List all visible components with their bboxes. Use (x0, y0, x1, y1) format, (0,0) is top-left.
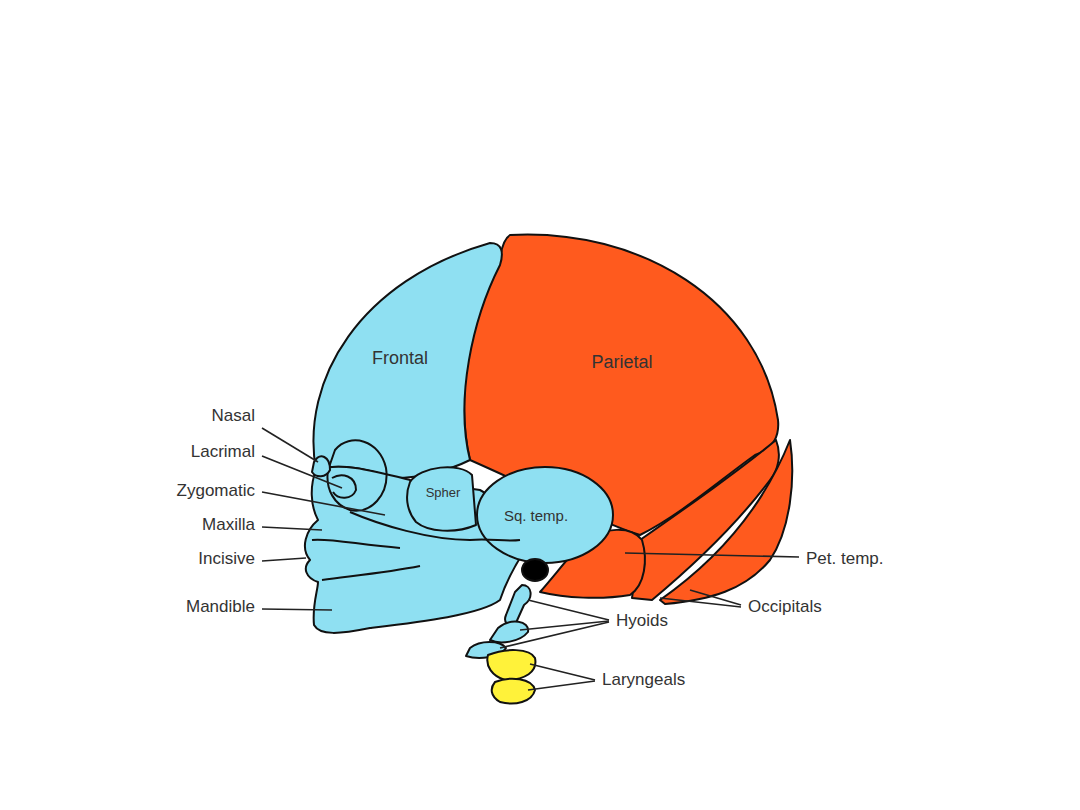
frontal-bone (313, 243, 501, 478)
leader-line (262, 527, 322, 530)
sphenoid-bone (407, 467, 476, 531)
leader-line (262, 456, 342, 488)
part-name: Maxilla (202, 515, 255, 535)
bone-name: Spher (426, 486, 461, 501)
leader-line (528, 600, 609, 620)
bone-name: Parietal (591, 352, 652, 373)
maxilla-suture (312, 540, 400, 548)
leader-line (660, 598, 741, 607)
leader-line (262, 428, 318, 462)
leader-line (530, 664, 595, 680)
laryngeal-cartilage (487, 650, 535, 680)
bone-name: Sq. temp. (504, 507, 568, 524)
leader-line (500, 622, 609, 648)
bone-name: Frontal (372, 348, 428, 369)
part-name: Nasal (212, 406, 255, 426)
lacrimal-bone (332, 475, 356, 497)
part-name: Zygomatic (177, 481, 255, 501)
leader-line (262, 558, 306, 561)
part-name: Mandible (186, 597, 255, 617)
leader-line (262, 609, 332, 610)
part-name: Pet. temp. (806, 549, 883, 569)
hyoid-bone (505, 585, 530, 626)
part-name: Incisive (198, 549, 255, 569)
ear-opening (522, 559, 548, 581)
occipital-bone (660, 440, 792, 604)
part-name: Laryngeals (602, 670, 685, 690)
leader-line (625, 553, 799, 557)
leader-line (262, 492, 385, 515)
laryngeal-cartilage (492, 679, 535, 704)
orbit (327, 440, 386, 510)
leader-line (528, 681, 595, 690)
squamous-temporal-bone (477, 467, 613, 563)
hyoid-bone (490, 622, 528, 643)
part-name: Lacrimal (191, 442, 255, 462)
part-name: Occipitals (748, 597, 822, 617)
part-name: Hyoids (616, 611, 668, 631)
tooth-line (322, 566, 420, 580)
zygomatic-suture (350, 512, 520, 541)
